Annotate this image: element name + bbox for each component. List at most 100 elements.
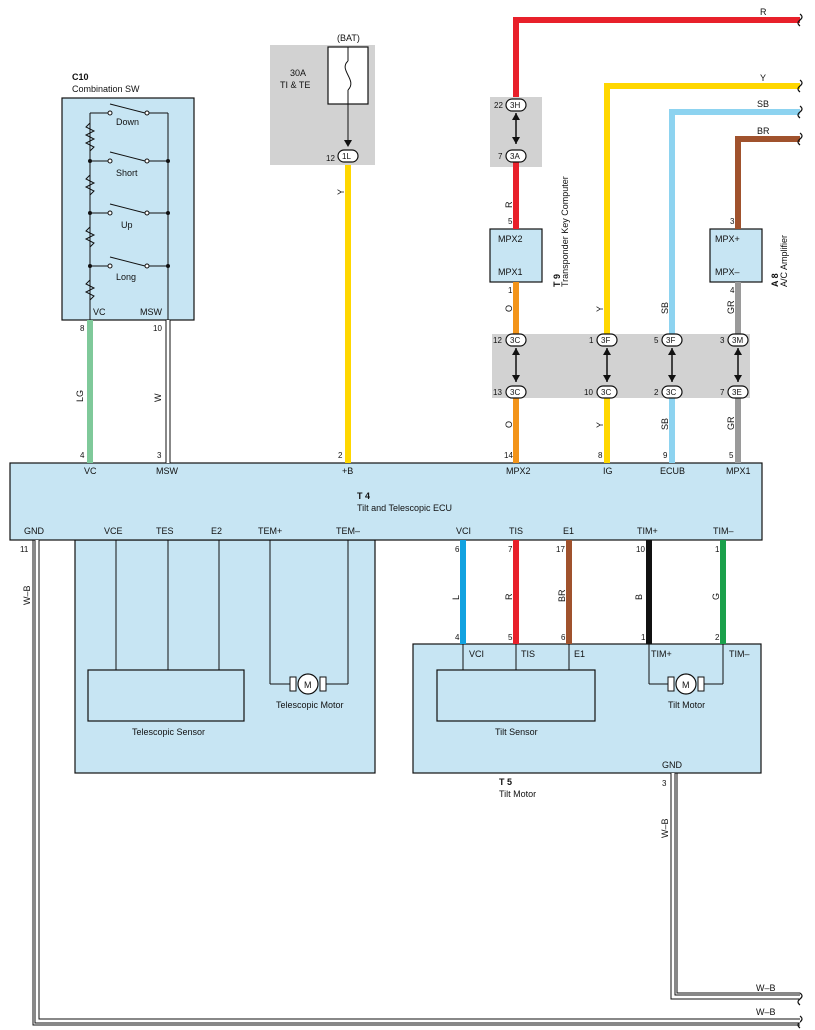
- telescopic-internal-wires: [115, 540, 349, 685]
- junction-top-lower-conn: 3A: [510, 152, 520, 161]
- telescopic-sensor-label: Telescopic Sensor: [132, 727, 205, 737]
- ac-amp-pin-mpx-minus: MPX–: [715, 267, 740, 277]
- svg-text:TIS: TIS: [521, 649, 535, 659]
- svg-text:TIM–: TIM–: [713, 526, 734, 536]
- combination-switch-box: [61, 97, 195, 321]
- junction-mid-col-3: 3F 5 3C 2: [654, 333, 683, 399]
- ecu-top-pin-numbers: 4 3 2 14 8 9 5: [80, 451, 734, 460]
- junction-top-upper-pill: [505, 98, 527, 112]
- ground-wire-ecu: [32, 540, 800, 1026]
- wire-label-y-lower: Y: [595, 422, 605, 428]
- transponder-name: Transponder Key Computer: [560, 176, 570, 287]
- ground-wire-tilt: [670, 773, 800, 1000]
- junction-top-lower-num: 7: [498, 152, 503, 161]
- svg-text:3E: 3E: [732, 388, 742, 397]
- wire-label-r-upper: R: [504, 201, 514, 208]
- offpage-break-symbols: [797, 13, 803, 1029]
- junction-mid-col-4: 3M 3 3E 7: [720, 333, 749, 399]
- junction-top-upper-conn: 3H: [510, 101, 520, 110]
- switch-pin-vc-number: 8: [80, 324, 85, 333]
- junction-mid-box: [492, 334, 750, 398]
- switch-pin-vc: VC: [93, 307, 106, 317]
- svg-text:E1: E1: [563, 526, 574, 536]
- telescopic-sensor: [87, 669, 245, 722]
- svg-text:TIM+: TIM+: [637, 526, 658, 536]
- tilt-sensor: [436, 669, 596, 722]
- svg-text:TEM–: TEM–: [336, 526, 360, 536]
- switch-pin-msw-number: 10: [153, 324, 162, 333]
- transponder-bottom-pin-num: 1: [508, 286, 513, 295]
- svg-text:3C: 3C: [666, 388, 676, 397]
- svg-text:6: 6: [455, 545, 460, 554]
- svg-text:E1: E1: [574, 649, 585, 659]
- switch-position-long: Long: [116, 272, 136, 282]
- combination-switch-code: C10: [72, 72, 89, 82]
- svg-text:13: 13: [493, 388, 502, 397]
- transponder-code: T 9: [552, 274, 562, 287]
- ecu-gnd-pin-number: 11: [20, 545, 29, 554]
- svg-text:MSW: MSW: [156, 466, 179, 476]
- telescopic-motor-label: Telescopic Motor: [276, 700, 344, 710]
- tilt-sensor-label: Tilt Sensor: [495, 727, 538, 737]
- transponder-pin-mpx2: MPX2: [498, 234, 523, 244]
- fuse-rating: 30A: [290, 68, 306, 78]
- svg-text:7: 7: [508, 545, 513, 554]
- svg-text:5: 5: [729, 451, 734, 460]
- telescopic-motor-symbol: M: [304, 680, 312, 690]
- wire-label-gr-lower: GR: [726, 416, 736, 430]
- svg-text:MPX1: MPX1: [726, 466, 751, 476]
- wire-label-r-tilt: R: [504, 593, 514, 600]
- svg-text:VCE: VCE: [104, 526, 123, 536]
- junction-top-down-arrow-icon: [512, 137, 520, 144]
- svg-text:TIM+: TIM+: [651, 649, 672, 659]
- ac-amplifier-box: [709, 228, 763, 283]
- svg-text:8: 8: [598, 451, 603, 460]
- wire-label-l: L: [451, 595, 461, 600]
- svg-text:12: 12: [493, 336, 502, 345]
- svg-text:14: 14: [504, 451, 513, 460]
- svg-text:GND: GND: [24, 526, 45, 536]
- offpage-label-sb: SB: [757, 99, 769, 109]
- svg-text:3C: 3C: [601, 388, 611, 397]
- wire-label-wb-left: W–B: [22, 585, 32, 605]
- svg-text:5: 5: [654, 336, 659, 345]
- wire-label-wb-ground2: W–B: [756, 1007, 776, 1017]
- wire-red-offpage: [513, 17, 800, 97]
- svg-text:VCI: VCI: [456, 526, 471, 536]
- wire-yellow-offpage: [604, 83, 800, 334]
- svg-text:5: 5: [508, 633, 513, 642]
- ac-amp-code: A 8: [770, 273, 780, 287]
- svg-text:1: 1: [641, 633, 646, 642]
- ecu-box: [9, 462, 763, 541]
- svg-text:VCI: VCI: [469, 649, 484, 659]
- fuse-element: [344, 60, 352, 91]
- svg-text:2: 2: [654, 388, 659, 397]
- transponder-computer-box: [489, 228, 543, 283]
- wire-label-o-upper: O: [504, 305, 514, 312]
- wire-label-g-tilt: G: [711, 593, 721, 600]
- combination-switch-junction-dots: [88, 159, 170, 268]
- ac-amp-top-pin-num: 3: [730, 217, 735, 226]
- switch-position-down: Down: [116, 117, 139, 127]
- tilt-module-code: T 5: [499, 777, 512, 787]
- svg-text:MPX2: MPX2: [506, 466, 531, 476]
- tilt-motor-symbol: M: [682, 680, 690, 690]
- wire-label-sb-upper: SB: [660, 302, 670, 314]
- wire-label-wb-ground1: W–B: [756, 983, 776, 993]
- wire-brown-offpage: [735, 136, 800, 229]
- ac-amp-pin-mpx-plus: MPX+: [715, 234, 740, 244]
- telescopic-section-box: [74, 539, 376, 774]
- svg-text:4: 4: [80, 451, 85, 460]
- junction-top-up-arrow-icon: [512, 113, 520, 120]
- offpage-label-br: BR: [757, 126, 770, 136]
- svg-text:6: 6: [561, 633, 566, 642]
- tilt-module-pin-dividers: [462, 644, 724, 685]
- svg-text:2: 2: [715, 633, 720, 642]
- svg-text:VC: VC: [84, 466, 97, 476]
- tilt-gnd-pin-number: 3: [662, 779, 667, 788]
- junction-mid-col-1: 3C 12 3C 13: [493, 333, 527, 399]
- fuse-arrow-icon: [344, 140, 352, 147]
- wire-label-y-bat: Y: [336, 189, 346, 195]
- svg-text:10: 10: [636, 545, 645, 554]
